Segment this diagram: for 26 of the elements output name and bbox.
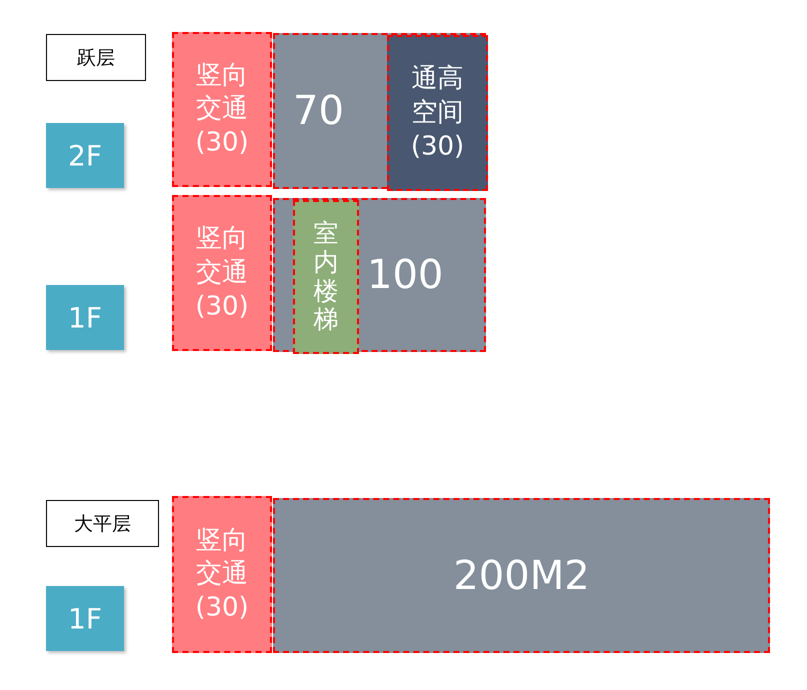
area-value: 100 [367, 252, 444, 298]
block-label: 竖向交通(30) [194, 58, 250, 160]
block-label: 竖向交通(30) [194, 524, 250, 624]
block-label: 2F [68, 139, 102, 172]
floor-badge [46, 285, 124, 350]
double-height-block [387, 35, 488, 191]
stair-block [293, 200, 359, 354]
block-label: 竖向交通(30) [194, 222, 250, 323]
block-label: 1F [68, 301, 102, 334]
block-label: 大平层 [74, 512, 131, 536]
block-label: 室内楼梯 [314, 220, 338, 334]
floor-badge [46, 123, 124, 188]
block-label: 跃层 [77, 46, 115, 70]
block-label: 通高空间(30) [410, 62, 466, 163]
area-block [273, 198, 486, 352]
area-block [273, 33, 486, 189]
area-block [273, 498, 770, 653]
area-value: 70 [293, 88, 344, 134]
floor-type-box [46, 500, 159, 547]
area-value: 200M2 [453, 552, 590, 598]
floor-badge [46, 586, 124, 651]
circulation-block [172, 195, 272, 351]
circulation-block [172, 32, 272, 187]
block-label: 1F [68, 602, 102, 635]
circulation-block [172, 496, 272, 653]
floor-type-box [46, 34, 146, 81]
